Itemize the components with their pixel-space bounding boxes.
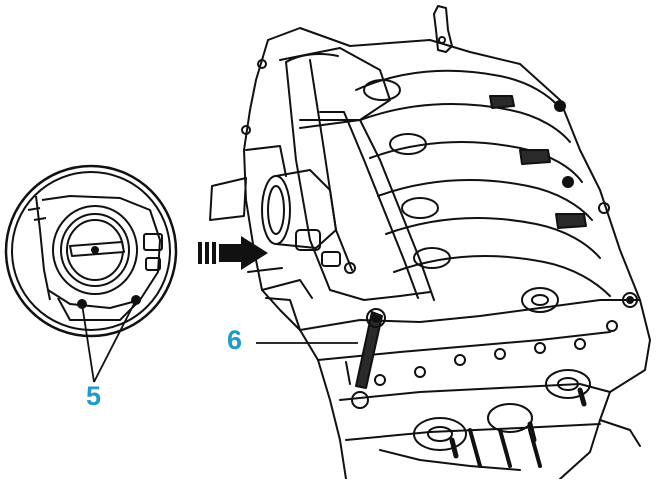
top-bracket (433, 5, 453, 53)
throttle-body (245, 145, 341, 273)
air-duct-plate (209, 177, 247, 221)
camshaft-pulleys (413, 287, 591, 459)
magnifier-circle-icon (4, 164, 178, 338)
leader-line-5b (93, 299, 137, 383)
intake-manifold (279, 47, 611, 301)
intake-tube (285, 53, 435, 301)
leader-line-5a (81, 303, 95, 383)
callout-5: 5 (86, 381, 102, 411)
lower-structure (261, 279, 641, 471)
bolts (241, 59, 638, 386)
bracket-part-6 (345, 308, 386, 409)
callout-leaders (81, 299, 358, 383)
callout-6: 6 (227, 325, 243, 355)
arrow-right-icon (198, 236, 268, 270)
